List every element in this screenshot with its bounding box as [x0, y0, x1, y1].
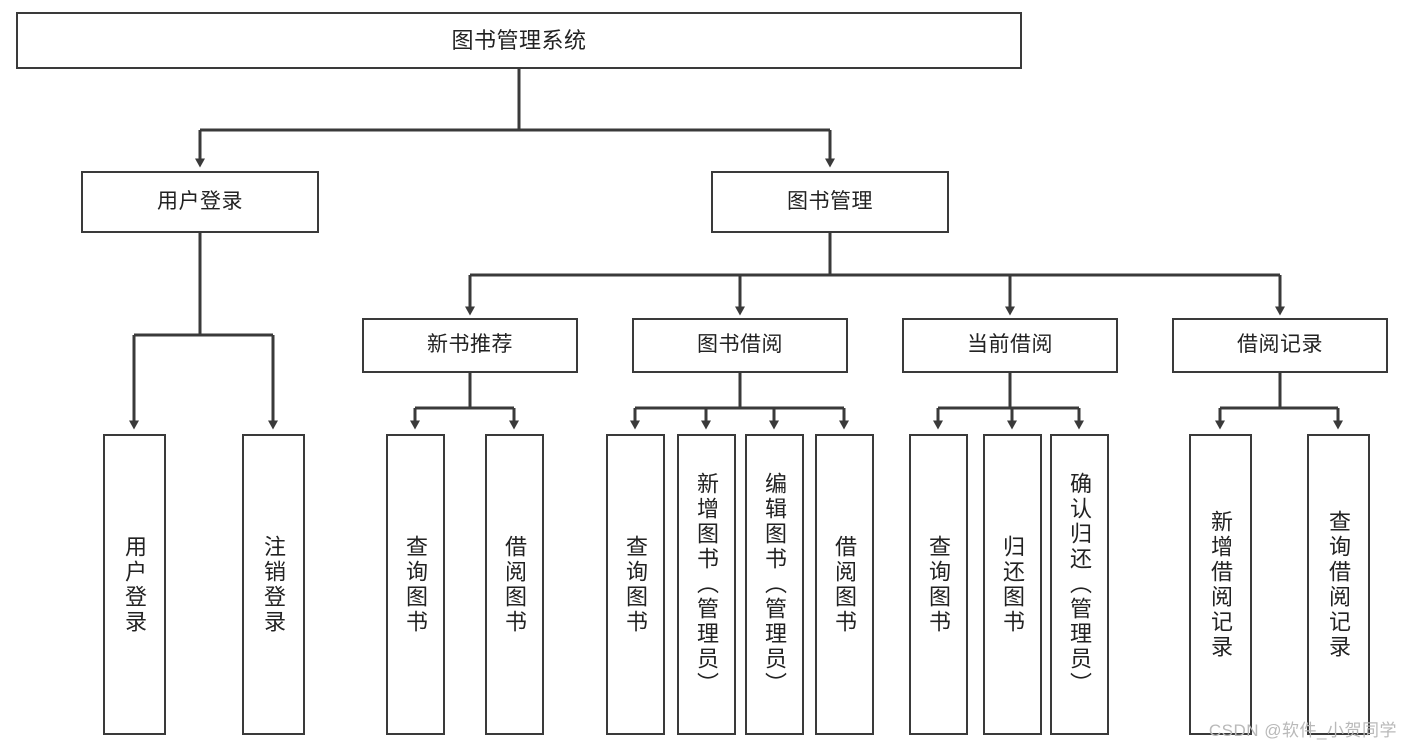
node-book-borrow-label: 图书借阅 — [697, 333, 783, 357]
leaf-borrow-book-2-label: 借阅图书 — [832, 534, 858, 635]
leaf-confirm-return[interactable]: 确认归还（管理员） — [1050, 434, 1109, 735]
leaf-logout-login-label: 注销登录 — [261, 534, 287, 635]
leaf-query-book-1[interactable]: 查询图书 — [386, 434, 445, 735]
node-current-borrow[interactable]: 当前借阅 — [902, 318, 1118, 373]
leaf-borrow-book-1[interactable]: 借阅图书 — [485, 434, 544, 735]
leaf-query-record[interactable]: 查询借阅记录 — [1307, 434, 1370, 735]
leaf-return-book[interactable]: 归还图书 — [983, 434, 1042, 735]
leaf-edit-book-label: 编辑图书（管理员） — [762, 472, 788, 697]
leaf-query-book-2-label: 查询图书 — [623, 534, 649, 635]
node-user-login[interactable]: 用户登录 — [81, 171, 319, 233]
leaf-return-book-label: 归还图书 — [1000, 534, 1026, 635]
node-new-book-rec[interactable]: 新书推荐 — [362, 318, 578, 373]
leaf-add-book[interactable]: 新增图书（管理员） — [677, 434, 736, 735]
watermark: CSDN @软件_小贺同学 — [1208, 721, 1397, 740]
node-borrow-record[interactable]: 借阅记录 — [1172, 318, 1388, 373]
leaf-query-record-label: 查询借阅记录 — [1326, 509, 1352, 660]
node-root[interactable]: 图书管理系统 — [16, 12, 1022, 69]
leaf-edit-book[interactable]: 编辑图书（管理员） — [745, 434, 804, 735]
node-book-manage[interactable]: 图书管理 — [711, 171, 949, 233]
leaf-query-book-1-label: 查询图书 — [403, 534, 429, 635]
node-current-borrow-label: 当前借阅 — [967, 333, 1053, 357]
leaf-borrow-book-2[interactable]: 借阅图书 — [815, 434, 874, 735]
leaf-add-book-label: 新增图书（管理员） — [694, 472, 720, 697]
leaf-confirm-return-label: 确认归还（管理员） — [1067, 472, 1093, 697]
node-new-book-rec-label: 新书推荐 — [427, 333, 513, 357]
leaf-logout-login[interactable]: 注销登录 — [242, 434, 305, 735]
leaf-user-login-label: 用户登录 — [122, 534, 148, 635]
leaf-add-record-label: 新增借阅记录 — [1208, 509, 1234, 660]
leaf-add-record[interactable]: 新增借阅记录 — [1189, 434, 1252, 735]
leaf-query-book-3-label: 查询图书 — [926, 534, 952, 635]
node-user-login-label: 用户登录 — [157, 189, 243, 213]
node-root-label: 图书管理系统 — [451, 27, 587, 53]
node-book-borrow[interactable]: 图书借阅 — [632, 318, 848, 373]
leaf-user-login[interactable]: 用户登录 — [103, 434, 166, 735]
node-book-manage-label: 图书管理 — [787, 189, 873, 213]
node-borrow-record-label: 借阅记录 — [1237, 333, 1323, 357]
leaf-query-book-2[interactable]: 查询图书 — [606, 434, 665, 735]
leaf-borrow-book-1-label: 借阅图书 — [502, 534, 528, 635]
leaf-query-book-3[interactable]: 查询图书 — [909, 434, 968, 735]
